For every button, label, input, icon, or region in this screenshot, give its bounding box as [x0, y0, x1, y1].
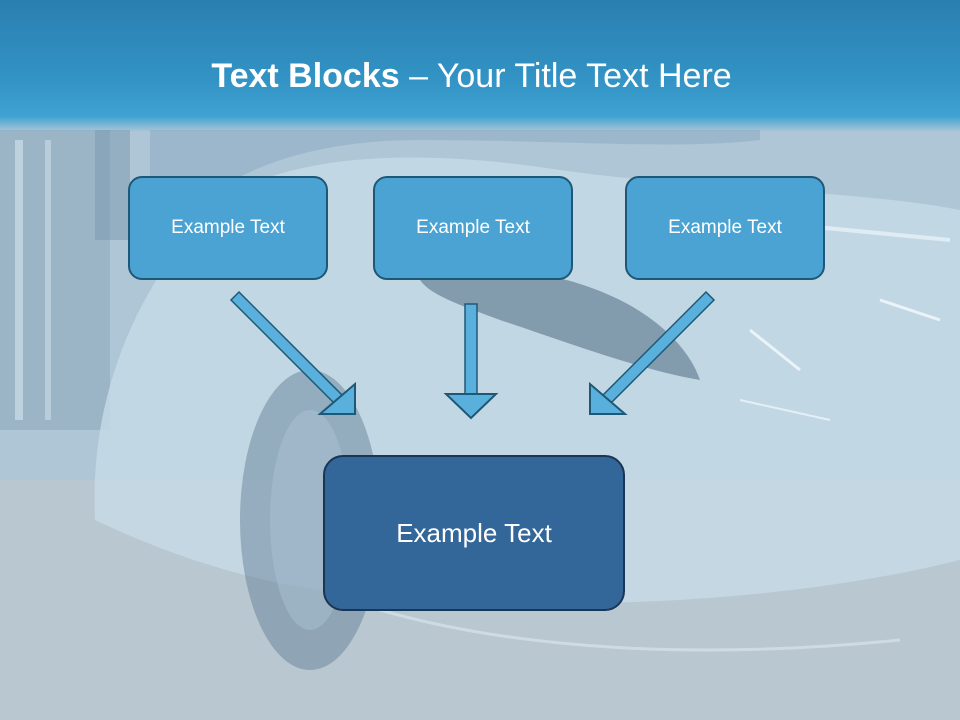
title-bold: Text Blocks [211, 57, 400, 95]
target-text-block-label: Example Text [396, 517, 552, 548]
arrow-right [589, 290, 716, 415]
arrow-center [443, 303, 499, 420]
arrow-left [229, 290, 356, 415]
slide-title: Text Blocks – Your Title Text Here [0, 54, 943, 98]
text-block-3-label: Example Text [668, 217, 782, 238]
title-bar [0, 0, 960, 132]
text-block-1: Example Text [128, 176, 328, 280]
text-block-1-label: Example Text [171, 217, 285, 238]
text-block-3: Example Text [625, 176, 825, 280]
target-text-block: Example Text [323, 455, 625, 611]
text-block-2-label: Example Text [416, 217, 530, 238]
title-rest: Your Title Text Here [436, 57, 732, 95]
title-dash: – [399, 57, 437, 95]
text-block-2: Example Text [373, 176, 573, 280]
